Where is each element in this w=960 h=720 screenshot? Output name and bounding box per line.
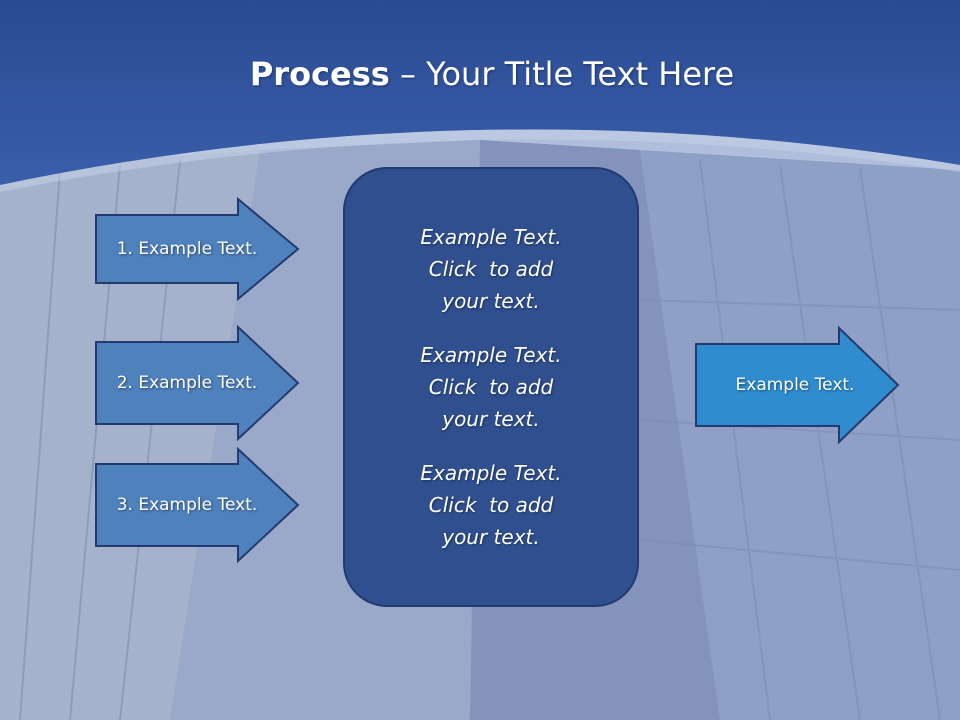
arrow-right-icon <box>95 446 300 564</box>
input-arrow-2[interactable]: 2. Example Text. <box>95 324 300 442</box>
arrow-right-icon <box>95 324 300 442</box>
input-arrow-label: 2. Example Text. <box>116 373 258 393</box>
text-line: Example Text. <box>420 343 562 367</box>
process-text-block-2: Example Text. Click to add your text. <box>420 339 561 435</box>
text-line: Click to add <box>428 493 554 517</box>
output-arrow[interactable]: Example Text. <box>695 325 900 445</box>
process-box[interactable]: Example Text. Click to add your text. Ex… <box>343 167 639 607</box>
process-text-block-3: Example Text. Click to add your text. <box>420 457 561 553</box>
text-line: your text. <box>442 289 540 313</box>
text-line: your text. <box>442 525 540 549</box>
text-line: Click to add <box>428 257 554 281</box>
slide-title: Process – Your Title Text Here <box>0 52 960 96</box>
text-line: your text. <box>442 407 540 431</box>
text-line: Click to add <box>428 375 554 399</box>
input-arrow-3[interactable]: 3. Example Text. <box>95 446 300 564</box>
process-text-block-1: Example Text. Click to add your text. <box>420 221 561 317</box>
input-arrow-label: 1. Example Text. <box>116 239 258 259</box>
slide-title-rest: – Your Title Text Here <box>389 55 735 93</box>
text-line: Example Text. <box>420 461 562 485</box>
input-arrow-label: 3. Example Text. <box>116 495 258 515</box>
arrow-right-icon <box>95 196 300 302</box>
slide-title-bold: Process <box>249 55 390 93</box>
output-arrow-label: Example Text. <box>735 375 855 395</box>
text-line: Example Text. <box>420 225 562 249</box>
arrow-right-icon <box>695 325 900 445</box>
input-arrow-1[interactable]: 1. Example Text. <box>95 196 300 302</box>
